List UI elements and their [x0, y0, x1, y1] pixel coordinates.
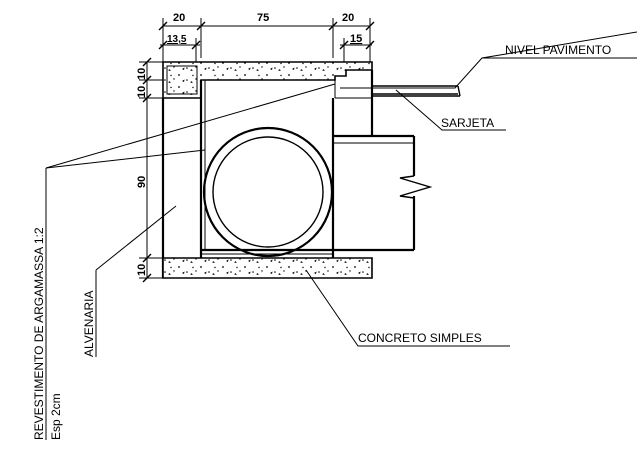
label-revestimento: REVESTIMENTO DE ARGAMASSA 1:2: [32, 227, 46, 440]
dim-lid-left: 13,5: [167, 34, 187, 45]
label-espessura: Esp 2cm: [49, 393, 63, 440]
sarjeta-gutter: [372, 85, 461, 97]
pipe-circle: [202, 126, 334, 258]
label-nivel-pavimento: NIVEL PAVIMENTO: [505, 43, 611, 57]
lid-inner-box: [166, 65, 198, 95]
dim-height-base: 10: [136, 264, 148, 276]
dim-top-inner: 75: [257, 12, 269, 24]
top-dimension-lines: [158, 18, 375, 62]
label-sarjeta: SARJETA: [441, 116, 494, 130]
dim-height-lid-b: 10: [136, 86, 148, 98]
right-masonry-wall: [331, 70, 433, 258]
dim-top-right-wall: 20: [342, 12, 354, 24]
dim-lid-right: 15: [350, 33, 362, 45]
left-dimension-lines: [139, 57, 166, 283]
leader-lines: [45, 31, 637, 347]
dim-top-left-wall: 20: [173, 12, 185, 24]
top-concrete-slab: [162, 61, 373, 99]
dim-height-inner: 90: [136, 176, 148, 188]
dim-height-lid-a: 10: [136, 68, 148, 80]
left-masonry-wall: [161, 80, 206, 278]
bottom-concrete-slab: [162, 257, 373, 279]
label-concreto-simples: CONCRETO SIMPLES: [358, 331, 482, 345]
label-alvenaria: ALVENARIA: [82, 291, 96, 357]
